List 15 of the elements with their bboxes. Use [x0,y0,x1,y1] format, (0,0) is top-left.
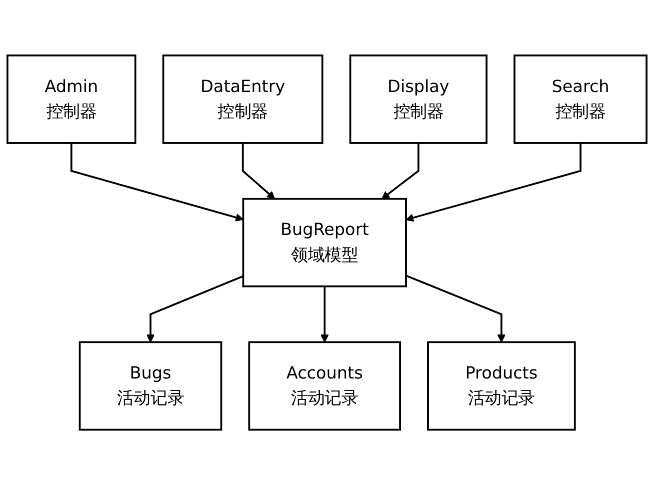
node-box: Accounts 活动记录 [248,341,401,431]
arrow [406,274,506,342]
arrow [406,142,582,222]
node-box: Search 控制器 [514,54,648,144]
node-box: DataEntry 控制器 [162,54,324,144]
arrow [70,142,244,222]
node-box: Bugs 活动记录 [78,341,222,431]
node-box: BugReport 领域模型 [242,198,407,288]
node-box: Admin 控制器 [6,54,136,144]
arrow [242,142,276,200]
node-box: Display 控制器 [349,54,488,144]
arrow [320,286,329,342]
arrow [146,275,244,342]
arrow [382,142,420,200]
node-box: Products 活动记录 [427,341,576,431]
